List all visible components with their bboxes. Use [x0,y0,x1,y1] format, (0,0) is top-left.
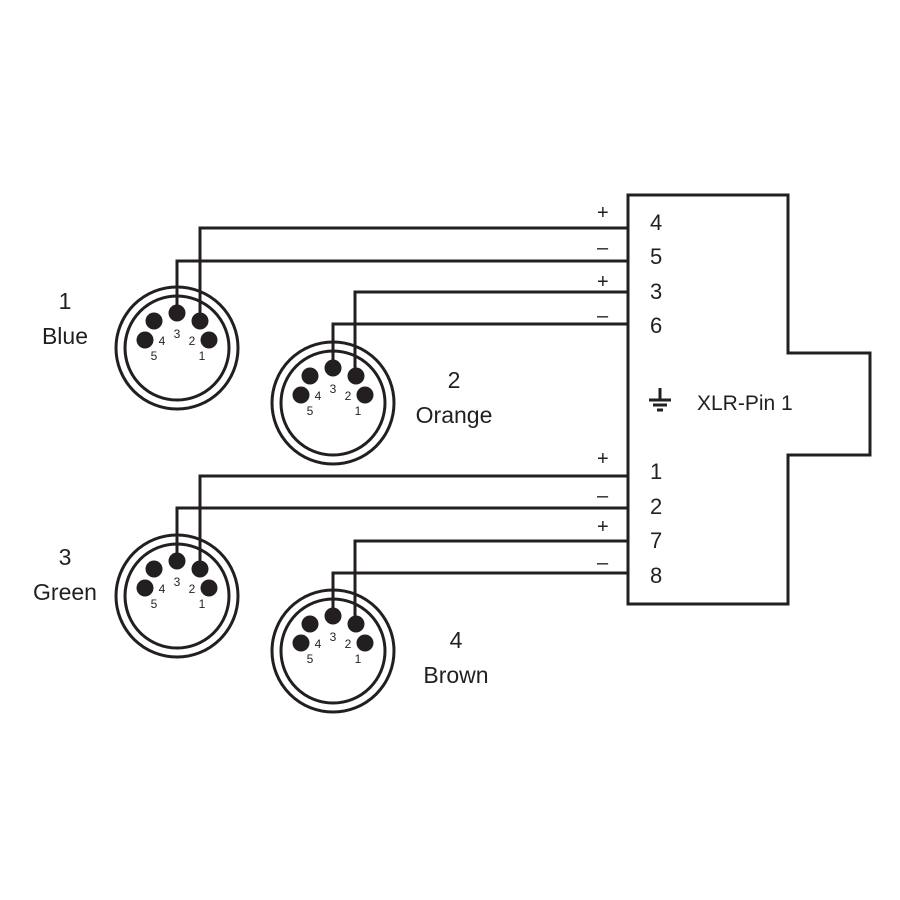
din-pin-2 [191,560,209,578]
minus-sign: – [597,485,609,507]
din-pin-number: 4 [315,637,322,651]
wire-ch2-plus [353,290,628,373]
plus-sign: + [597,448,609,470]
din-pin-4 [301,615,319,633]
minus-sign: – [597,237,609,259]
din-outer-ring [270,340,396,466]
plus-sign: + [597,271,609,293]
din-pin-number: 5 [307,404,314,418]
din-pin-number: 3 [330,630,337,644]
din-pin-1 [200,579,218,597]
din-pin-3 [324,359,342,377]
din-pin-2 [347,367,365,385]
din-inner-ring [123,542,231,650]
wire-ch3-plus [198,474,628,566]
din-pin-4 [301,367,319,385]
din-pin-number: 1 [199,349,206,363]
din-pin-1 [356,386,374,404]
din-pin-number: 2 [345,637,352,651]
channel-number: 4 [450,627,463,653]
din-pin-number: 3 [174,575,181,589]
din-pin-number: 5 [151,597,158,611]
din-pin-1 [356,634,374,652]
din-pin-number: 1 [199,597,206,611]
din-pin-number: 2 [345,389,352,403]
channel-number: 2 [448,367,461,393]
channel-color-name: Brown [423,662,488,688]
din-pin-2 [191,312,209,330]
wire-ch1-plus [198,226,628,318]
din-outer-ring [114,285,240,411]
ground-icon [649,388,671,412]
din-pin-number: 5 [307,652,314,666]
wire-ch4-plus [353,539,628,621]
block-pin-label: 5 [650,244,662,269]
block-pin-label: 3 [650,279,662,304]
din-pin-number: 3 [174,327,181,341]
ground-pin-label: XLR-Pin 1 [697,392,793,415]
din-pin-number: 1 [355,652,362,666]
din-outer-ring [270,588,396,714]
din-inner-ring [123,294,231,402]
din-pin-number: 1 [355,404,362,418]
din-pin-5 [292,634,310,652]
din-pin-5 [136,331,154,349]
minus-sign: – [597,552,609,574]
din-pin-number: 4 [159,334,166,348]
block-pin-label: 8 [650,563,662,588]
block-pin-label: 1 [650,459,662,484]
din-pin-3 [168,304,186,322]
block-pin-label: 7 [650,528,662,553]
din-pin-4 [145,560,163,578]
din-pin-5 [136,579,154,597]
plus-sign: + [597,516,609,538]
plus-sign: + [597,202,609,224]
block-pin-label: 6 [650,313,662,338]
din-pin-5 [292,386,310,404]
din-pin-4 [145,312,163,330]
din-pin-3 [168,552,186,570]
channel-color-name: Blue [42,323,88,349]
wires [175,226,628,621]
din-pin-number: 4 [315,389,322,403]
din-pin-number: 4 [159,582,166,596]
din-pin-2 [347,615,365,633]
din-pin-number: 2 [189,334,196,348]
wire-ch1-minus [175,259,628,311]
channel-number: 1 [59,288,72,314]
block-pin-label: 2 [650,494,662,519]
din-pin-number: 2 [189,582,196,596]
channel-number: 3 [59,544,72,570]
channel-color-name: Orange [416,402,493,428]
din-outer-ring [114,533,240,659]
din-pin-1 [200,331,218,349]
din-inner-ring [279,597,387,705]
din-pin-3 [324,607,342,625]
channel-color-name: Green [33,579,97,605]
din-pin-number: 5 [151,349,158,363]
minus-sign: – [597,305,609,327]
wire-ch3-minus [175,506,628,559]
connector-block-outline [626,193,872,606]
din-inner-ring [279,349,387,457]
block-pin-label: 4 [650,210,662,235]
din-pin-number: 3 [330,382,337,396]
